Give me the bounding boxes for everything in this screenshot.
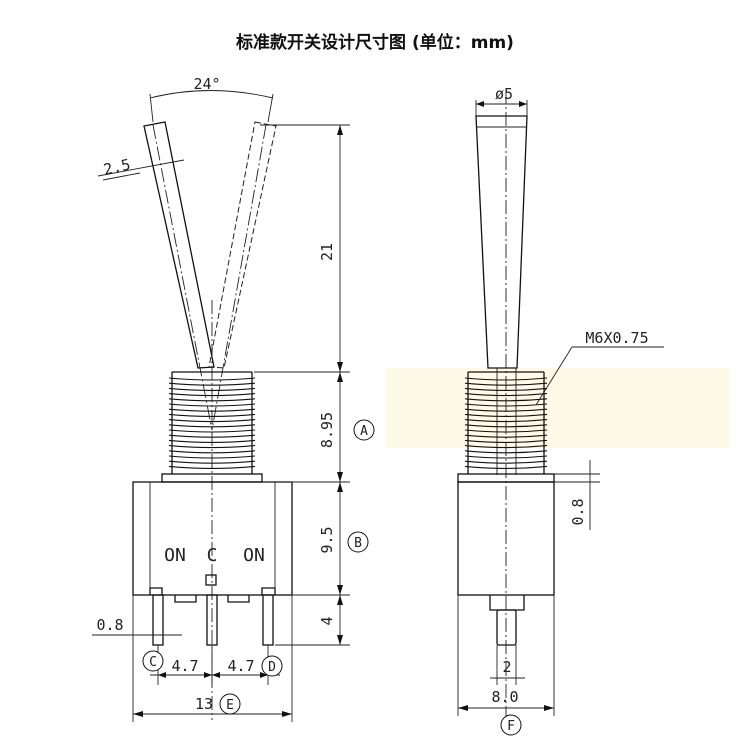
thread-ring [168,387,256,391]
thread-ring [464,445,548,449]
thread-ring [464,403,548,407]
angle-arc [149,90,274,99]
front-dimensions: 24° 2.5 21 8.95 9.5 4 0.8 [92,75,375,722]
handle-length-label: 21 [318,243,336,261]
marking-center-c: C [207,545,218,566]
thread-ring [168,382,256,386]
thread-ring [464,434,548,438]
thread-ring [168,393,256,397]
ref-e: E [219,693,241,715]
thread-ring [464,393,548,397]
side-threaded-bushing [457,371,555,483]
front-lever-hidden [208,121,277,369]
pin-right [262,594,274,646]
thread-ring [168,439,256,443]
thread-ring [168,429,256,433]
bushing-height-label: 8.95 [318,412,336,448]
thread-ring [168,465,256,469]
pin-pitch-left-label: 4.7 [171,657,198,675]
handle-diameter-label: ø5 [495,85,513,103]
thread-ring [168,419,256,423]
thread-ring [168,377,256,381]
thread-ring [464,424,548,428]
thread-ring [464,377,548,381]
marking-left-on: ON [164,545,186,566]
front-view: ON C ON [132,121,293,720]
handle-width-label: 2.5 [102,155,132,178]
body-height-label: 9.5 [318,526,336,553]
thread-ring [168,445,256,449]
front-lever-solid [143,121,215,369]
thread-ring [464,419,548,423]
thread-ring [168,455,256,459]
thread-ring [168,450,256,454]
thread-ring [464,408,548,412]
side-switch-body [457,481,555,596]
svg-text:F: F [507,719,515,734]
ref-c: C [142,650,164,672]
body-width-label: 13 [195,695,213,713]
thread-ring [168,424,256,428]
pin-length-label: 4 [318,616,336,625]
side-pin-width-label: 2 [502,658,511,676]
thread-ring [464,398,548,402]
ref-b: B [347,531,369,553]
front-switch-body [132,481,293,603]
background-highlight [385,368,730,448]
thread-ring [464,450,548,454]
page-title: 标准款开关设计尺寸图 (单位：mm) [236,33,514,53]
thread-ring [168,403,256,407]
front-pins [152,594,274,646]
marking-right-on: ON [243,545,265,566]
thread-ring [464,413,548,417]
thread-ring [168,460,256,464]
front-threaded-bushing [161,371,263,483]
ref-d: D [261,655,283,677]
thread-ring [464,387,548,391]
thread-ring [464,460,548,464]
thread-ring [464,455,548,459]
angle-label: 24° [193,75,220,93]
pin-left [152,594,164,646]
thread-ring [168,408,256,412]
thread-ring [464,465,548,469]
ref-f: F [500,714,522,736]
thread-ring [464,429,548,433]
svg-text:B: B [354,536,362,551]
svg-text:C: C [149,655,157,670]
thread-ring [168,434,256,438]
body-marking: ON C ON [164,545,265,566]
pin-width-label: 0.8 [96,616,123,634]
ref-a: A [353,419,375,441]
thread-ring [168,398,256,402]
side-pin [489,595,525,646]
side-offset-label: 0.8 [569,498,587,525]
side-dimensions: ø5 M6X0.75 0.8 2 8.0 F [457,85,664,736]
svg-text:E: E [226,698,234,713]
thread-ring [168,413,256,417]
side-view [385,90,730,730]
pin-pitch-right-label: 4.7 [227,657,254,675]
side-body-width-label: 8.0 [491,688,518,706]
svg-text:A: A [360,424,368,439]
thread-ring [464,382,548,386]
lever-centerline-left [152,124,213,431]
svg-text:D: D [268,660,276,675]
thread-spec-label: M6X0.75 [585,329,648,347]
thread-ring [464,439,548,443]
side-lever [475,115,528,369]
lever-centerline-right [211,124,267,431]
